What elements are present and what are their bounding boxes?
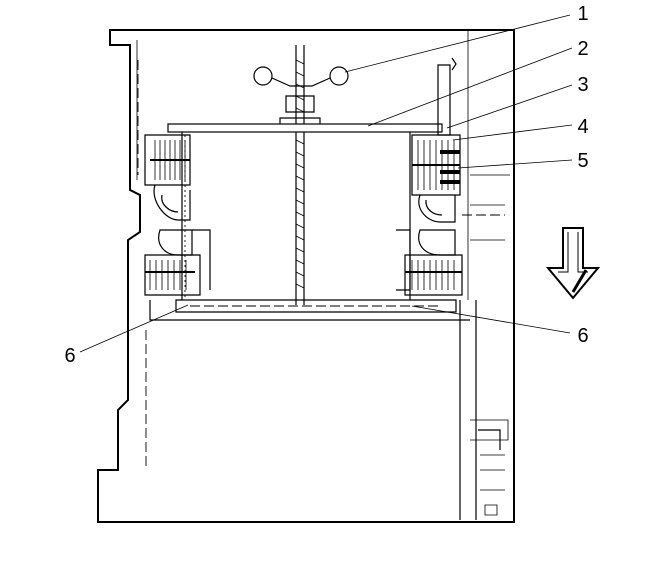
spring-compressor-tool — [253, 45, 349, 305]
leader-line-2 — [367, 47, 573, 127]
leader-lines — [79, 14, 573, 353]
down-arrow-icon — [545, 227, 601, 300]
leader-line-6-right — [411, 305, 571, 334]
bottom-plate — [149, 299, 470, 321]
left-lower-clutch-pack — [144, 229, 211, 296]
callout-1: 1 — [577, 3, 588, 25]
leader-line-3 — [446, 84, 573, 129]
callout-6-right: 6 — [577, 325, 588, 347]
leader-line-6-left — [79, 304, 189, 353]
callout-4: 4 — [577, 116, 588, 138]
compressor-plate — [167, 123, 443, 300]
callout-5: 5 — [577, 150, 588, 172]
left-upper-clutch-pack — [144, 134, 191, 221]
callout-3: 3 — [577, 74, 588, 96]
leader-line-1 — [344, 14, 571, 73]
leader-line-5 — [457, 159, 573, 169]
right-lower-clutch-pack — [396, 229, 463, 296]
right-upper-clutch-pack — [411, 57, 461, 223]
callout-6-left: 6 — [64, 345, 75, 367]
housing-outline — [97, 29, 515, 523]
leader-line-4 — [452, 124, 573, 141]
callout-labels: 1 2 3 4 5 6 6 — [64, 3, 588, 367]
callout-2: 2 — [577, 38, 588, 60]
